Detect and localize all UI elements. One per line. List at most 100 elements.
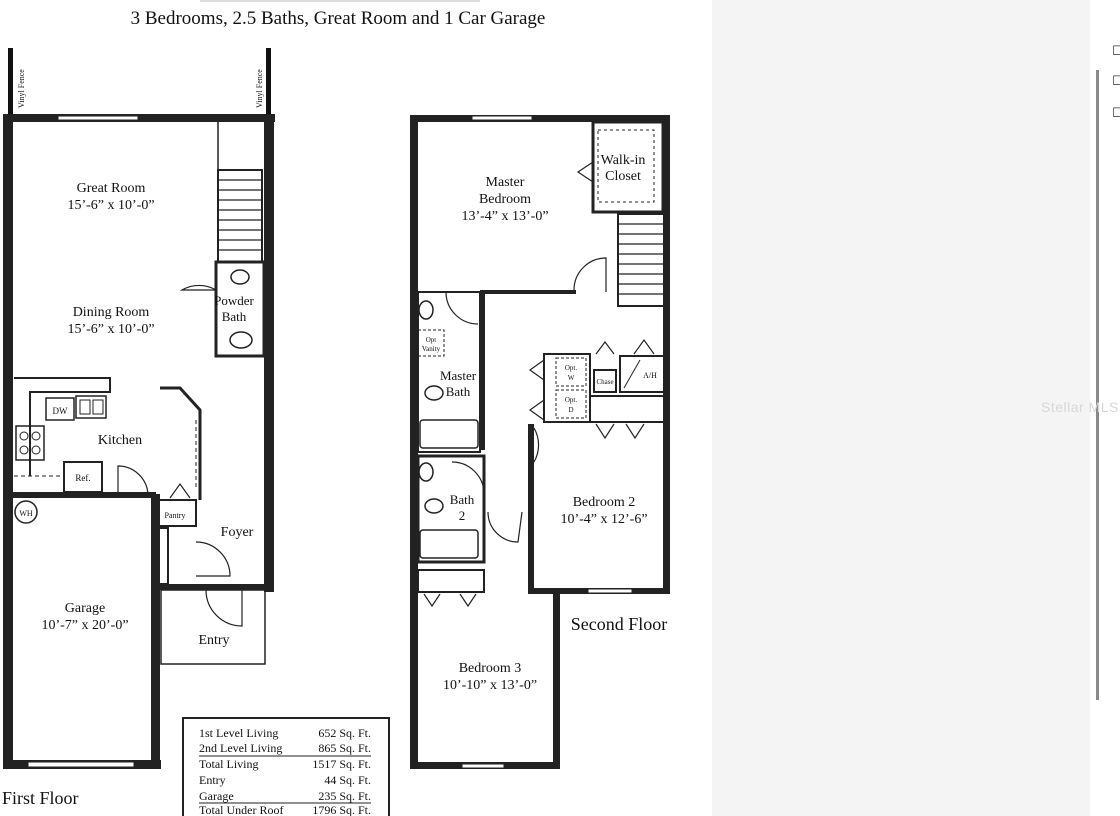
bath2-sink bbox=[418, 462, 434, 482]
closet-shelf bbox=[597, 129, 655, 203]
scrollbar[interactable] bbox=[1096, 70, 1099, 700]
opt-d-label-2: D bbox=[568, 406, 573, 414]
master-label-2: Bedroom bbox=[479, 192, 531, 207]
closet-label-1: Walk-in bbox=[601, 153, 646, 168]
dw-label: DW bbox=[53, 406, 68, 416]
area-row-value: 235 Sq. Ft. bbox=[318, 789, 371, 803]
master-bath-door bbox=[445, 291, 479, 325]
garage-door-swing bbox=[117, 465, 149, 497]
master-sink bbox=[418, 300, 434, 320]
pantry-label: Pantry bbox=[165, 511, 186, 520]
bedroom2-label: Bedroom 2 bbox=[573, 495, 636, 510]
kitchen-counter bbox=[14, 377, 111, 476]
entry-door-swing bbox=[205, 589, 243, 627]
opt-vanity-label-2: Vanity bbox=[422, 345, 441, 353]
ref-label: Ref. bbox=[75, 473, 90, 483]
floor-plan-diagram: 3 Bedrooms, 2.5 Baths, Great Room and 1 … bbox=[2, 0, 670, 816]
sf-right-wall bbox=[663, 115, 670, 593]
master-bath-label-1: Master bbox=[440, 368, 477, 383]
foyer-door-swing bbox=[195, 541, 231, 577]
bedroom3-label: Bedroom 3 bbox=[459, 661, 522, 676]
sf-stair-treads bbox=[618, 223, 664, 295]
burner-3 bbox=[19, 445, 29, 455]
laundry bbox=[543, 353, 591, 423]
bedroom3-closet bbox=[417, 569, 485, 593]
bedroom3-closet-door-2 bbox=[459, 593, 477, 608]
bath2-walls bbox=[416, 454, 486, 564]
bath2-toilet bbox=[424, 498, 444, 514]
area-row-value: 865 Sq. Ft. bbox=[318, 741, 371, 755]
refrigerator bbox=[63, 461, 103, 493]
partial-checkbox-icon-2[interactable]: ☐ bbox=[1112, 106, 1120, 121]
area-row-label: Garage bbox=[199, 789, 234, 803]
laundry-door-bottom bbox=[528, 399, 545, 421]
garage-door bbox=[27, 761, 135, 768]
sf-top-window bbox=[471, 115, 533, 121]
powder-sink bbox=[229, 331, 253, 349]
area-table-box bbox=[182, 717, 390, 816]
burner-2 bbox=[31, 431, 41, 441]
area-row-value: 1517 Sq. Ft. bbox=[312, 757, 371, 771]
sink-bowl-right bbox=[92, 399, 104, 415]
area-row-value: 44 Sq. Ft. bbox=[324, 773, 371, 787]
burner-4 bbox=[31, 445, 41, 455]
opt-washer bbox=[555, 357, 587, 387]
second-floor: Walk-in Closet Master Bedroom 13’-4” x 1… bbox=[410, 115, 670, 769]
master-dims: 13’-4” x 13’-0” bbox=[461, 209, 548, 224]
fence-right-label: Vinyl Fence bbox=[255, 69, 264, 108]
opt-w-label-2: W bbox=[568, 374, 575, 382]
master-bath-walls bbox=[417, 291, 481, 453]
fence-left-label: Vinyl Fence bbox=[17, 69, 26, 108]
linen-door-2 bbox=[625, 423, 645, 440]
laundry-door-top bbox=[528, 359, 545, 381]
powder-bath-walls bbox=[214, 260, 266, 358]
dining-room-label: Dining Room bbox=[73, 305, 150, 320]
kitchen-label: Kitchen bbox=[98, 433, 142, 448]
area-row-label: Total Living bbox=[199, 757, 258, 771]
foyer-bottom-wall bbox=[160, 584, 274, 590]
garage-right-wall bbox=[151, 494, 160, 769]
garage-dims: 10’-7” x 20’-0” bbox=[41, 618, 128, 633]
area-row-value: 1796 Sq. Ft. bbox=[312, 803, 371, 816]
master-bottom-wall bbox=[480, 290, 576, 294]
bath2-label-2: 2 bbox=[459, 508, 466, 523]
dining-room-dims: 15’-6” x 10’-0” bbox=[67, 322, 154, 337]
area-row-label: Entry bbox=[199, 773, 226, 787]
partial-check-icon[interactable]: ☐ bbox=[1112, 44, 1120, 59]
master-toilet bbox=[424, 385, 444, 401]
range bbox=[15, 425, 45, 461]
fence-left bbox=[8, 48, 13, 116]
ff-top-window bbox=[57, 115, 139, 121]
bedroom2-dims: 10’-4” x 12’-6” bbox=[560, 512, 647, 527]
walk-in-closet-walls bbox=[591, 120, 665, 214]
kitchen-sink bbox=[75, 395, 107, 419]
ff-top-wall bbox=[5, 114, 275, 122]
side-edge-panel bbox=[1090, 0, 1120, 816]
bedroom3-window bbox=[461, 763, 505, 769]
partial-checkbox-icon[interactable]: ☐ bbox=[1112, 74, 1120, 89]
watermark: Stellar MLS bbox=[1041, 399, 1119, 415]
opt-w-label-1: Opt. bbox=[565, 364, 578, 372]
chase-label: Chase bbox=[596, 378, 613, 386]
closet-label-2: Closet bbox=[605, 169, 641, 184]
powder-toilet bbox=[230, 269, 250, 285]
linen-door-1 bbox=[595, 423, 615, 440]
ah-diagonal bbox=[623, 359, 641, 389]
sink-bowl-left bbox=[79, 399, 91, 415]
master-door-swing bbox=[573, 257, 607, 292]
bedroom3-right-wall bbox=[553, 588, 560, 769]
master-label-1: Master bbox=[486, 175, 525, 190]
pantry-door bbox=[169, 482, 191, 499]
area-row-label: 1st Level Living bbox=[199, 726, 278, 740]
linen-closet bbox=[589, 395, 665, 423]
entry-porch bbox=[160, 589, 266, 665]
master-bath-label-2: Bath bbox=[446, 384, 471, 399]
area-row-label: Total Under Roof bbox=[199, 803, 283, 816]
bedroom2-window bbox=[587, 588, 633, 594]
foyer-label: Foyer bbox=[221, 525, 254, 540]
bedroom3-door bbox=[487, 511, 523, 543]
great-room-dims: 15’-6” x 10’-0” bbox=[67, 198, 154, 213]
second-floor-label: Second Floor bbox=[571, 614, 668, 634]
ah-door bbox=[633, 338, 655, 355]
